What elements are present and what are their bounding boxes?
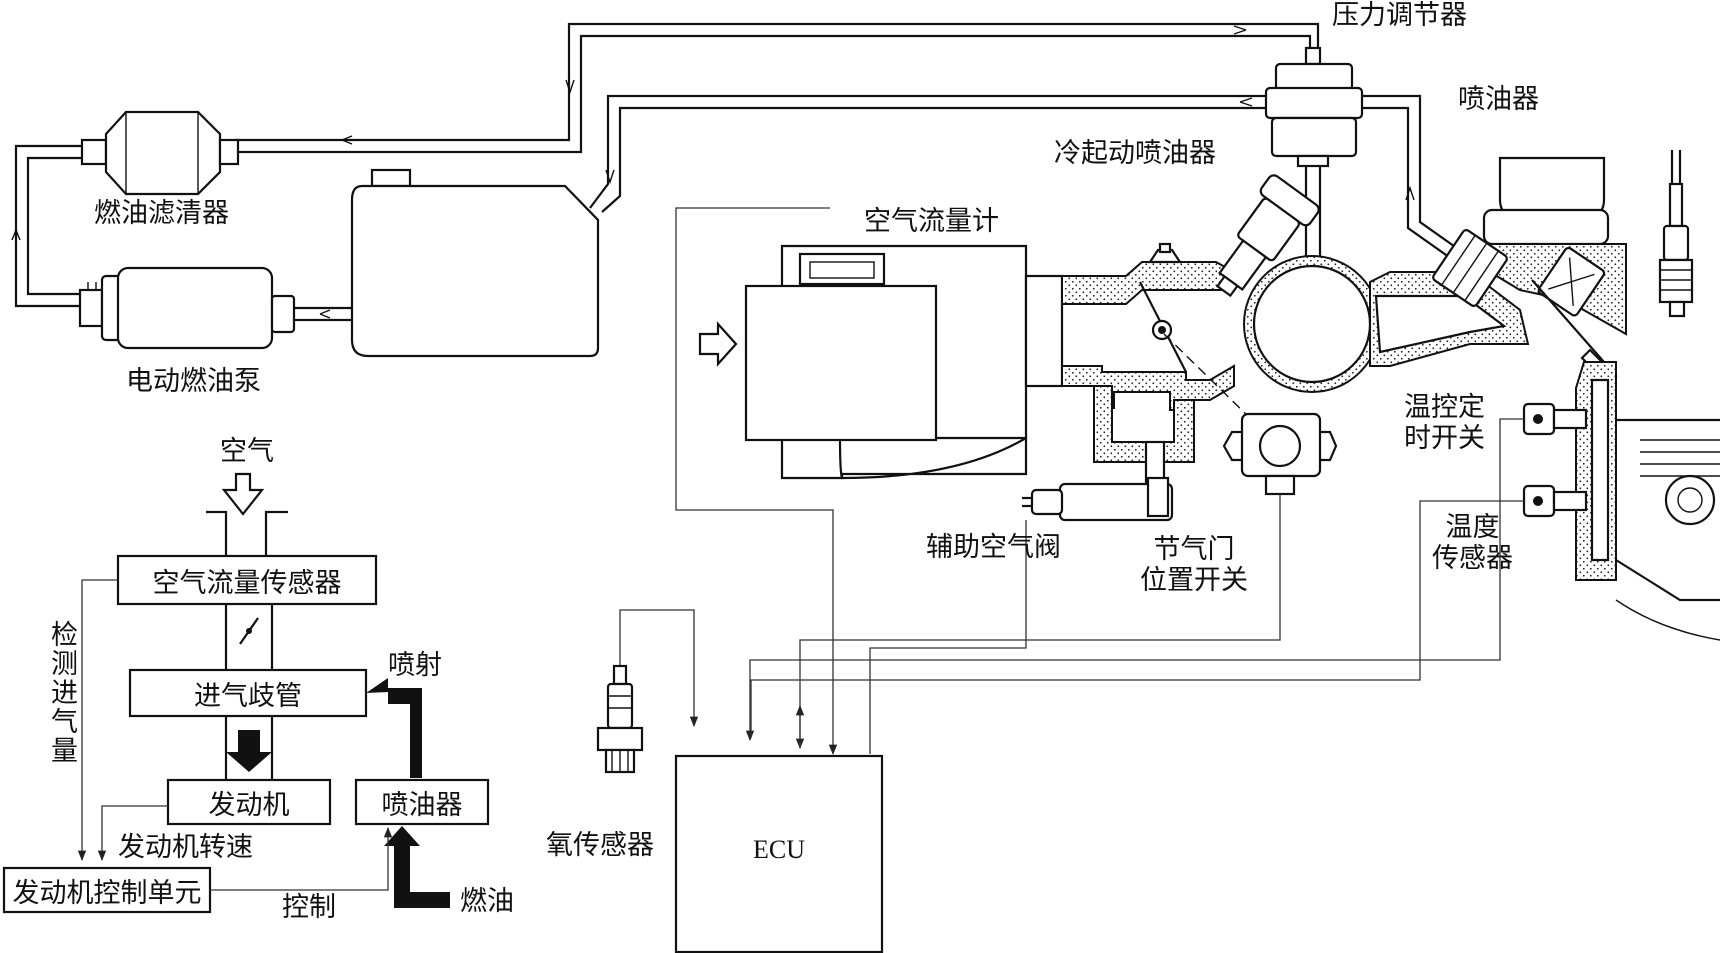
fuel-lines <box>11 22 1469 322</box>
engine-head <box>1432 150 1720 641</box>
label-aux-air-valve: 辅助空气阀 <box>926 532 1061 563</box>
label-intake-manifold: 进气歧管 <box>194 680 302 712</box>
label-air-flow-meter: 空气流量计 <box>864 206 999 237</box>
label-oxygen-sensor: 氧传感器 <box>546 830 654 861</box>
label-air-in: 空气 <box>220 436 274 467</box>
label-injector-top: 喷油器 <box>1458 84 1539 115</box>
ecu-wiring <box>619 207 1524 756</box>
intake-duct <box>1061 255 1530 463</box>
label-engine-speed: 发动机转速 <box>118 832 253 863</box>
label-ecu: ECU <box>753 835 805 864</box>
ecu-box <box>674 754 884 953</box>
label-throttle-switch: 节气门 位置开关 <box>1140 534 1248 597</box>
throttle-position-switch <box>1222 412 1338 496</box>
label-air-flow-sensor: 空气流量传感器 <box>152 567 342 599</box>
label-electric-fuel-pump: 电动燃油泵 <box>126 366 261 397</box>
label-fuel: 燃油 <box>460 886 514 917</box>
label-block-injector: 喷油器 <box>381 789 463 821</box>
label-temp-sensor: 温度 传感器 <box>1432 512 1513 575</box>
block-diagram <box>2 472 490 914</box>
label-pressure-regulator: 压力调节器 <box>1332 0 1467 31</box>
label-inject: 喷射 <box>388 650 442 681</box>
label-detect-intake: 检测进气量 <box>46 620 78 765</box>
pressure-regulator <box>1264 46 1364 168</box>
label-control: 控制 <box>282 892 336 923</box>
fuel-filter <box>80 110 240 196</box>
label-fuel-filter: 燃油滤清器 <box>94 198 229 229</box>
label-ecu-unit: 发动机控制单元 <box>12 877 202 909</box>
aux-air-valve <box>1022 440 1174 522</box>
cold-start-injector <box>1215 174 1320 298</box>
air-flow-meter <box>698 244 1064 480</box>
label-cold-start-injector: 冷起动喷油器 <box>1054 138 1216 169</box>
electric-fuel-pump <box>78 266 296 350</box>
oxygen-sensor <box>596 664 644 774</box>
fuel-tank <box>350 168 600 358</box>
label-thermo-time-switch: 温控定 时开关 <box>1404 392 1485 455</box>
label-engine: 发动机 <box>208 789 290 821</box>
throttle-valve <box>1139 242 1253 421</box>
